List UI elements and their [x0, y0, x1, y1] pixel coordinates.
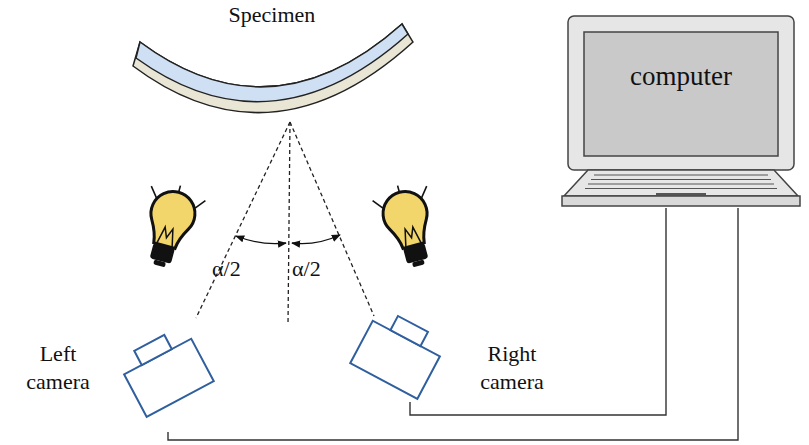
light-bulb — [371, 178, 447, 273]
laptop-icon — [560, 12, 802, 208]
specimen-label: Specimen — [229, 4, 316, 26]
camera-label: Left camera — [18, 340, 98, 395]
cable — [410, 208, 666, 415]
cable — [168, 208, 738, 440]
laptop-node: computer — [560, 12, 802, 208]
angle-arcs — [236, 235, 340, 244]
camera-node: Left camera — [16, 318, 230, 432]
angle-label: α/2 — [292, 258, 321, 280]
sight-lines — [196, 122, 374, 325]
camera-node: Right camera — [352, 300, 552, 402]
screen-label: computer — [582, 60, 780, 94]
light-bulb — [132, 178, 208, 273]
specimen — [133, 24, 413, 113]
camera-label: Right camera — [474, 340, 550, 395]
angle-label: α/2 — [212, 258, 241, 280]
